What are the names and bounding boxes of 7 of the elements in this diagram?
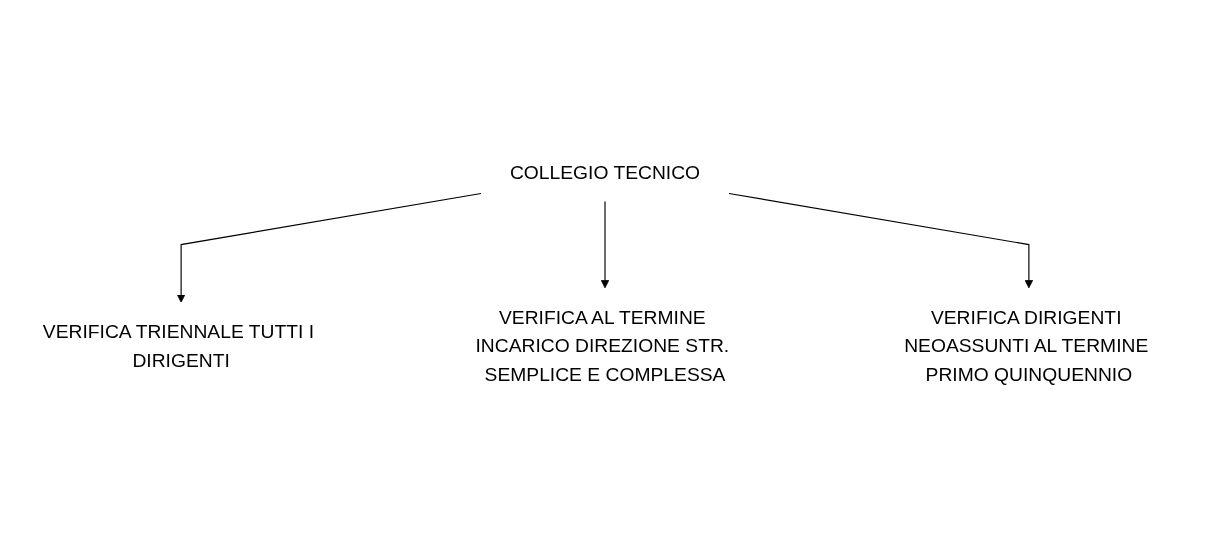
node-text: VERIFICA DIRIGENTI NEOASSUNTI AL TERMINE PRIMO QUINQUENNIO bbox=[904, 306, 1149, 386]
node-text: VERIFICA TRIENNALE TUTTI I DIRIGENTI bbox=[42, 320, 315, 371]
node-text: VERIFICA AL TERMINE INCARICO DIREZIONE STR. SEMPLICE E COMPLESSA bbox=[475, 306, 730, 386]
node-text: COLLEGIO TECNICO bbox=[509, 161, 701, 183]
arrow bbox=[176, 192, 482, 303]
arrow bbox=[728, 192, 1034, 289]
arrow bbox=[600, 200, 610, 289]
